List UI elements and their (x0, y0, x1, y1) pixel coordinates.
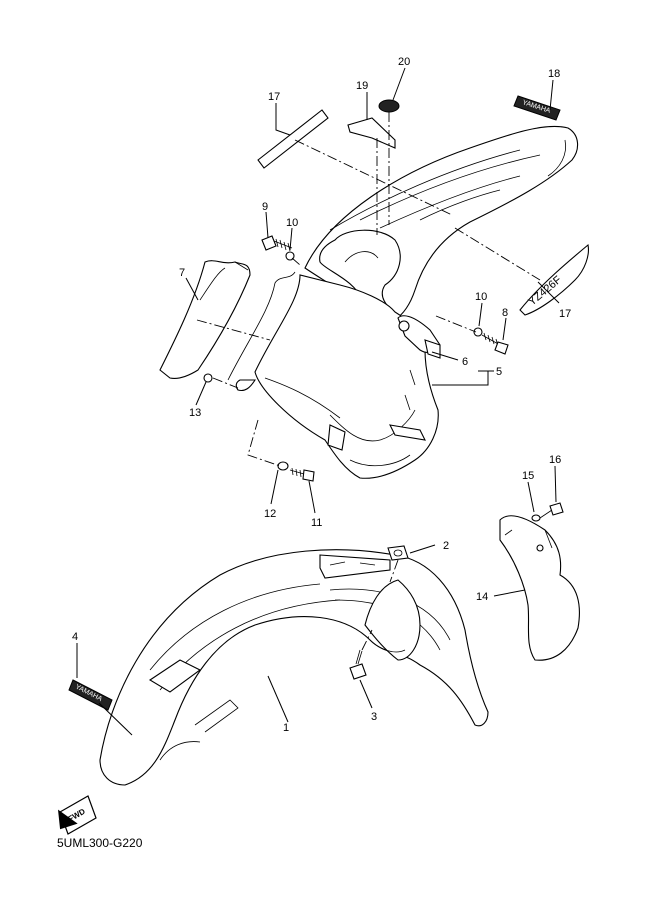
screw-fork-guard (539, 502, 564, 519)
callout-17-right: 17 (559, 308, 571, 320)
guide-line-bolt-upper (291, 257, 301, 266)
bolt-part-3 (349, 649, 367, 680)
callout-2: 2 (443, 540, 449, 552)
bolt-right (481, 332, 509, 355)
nut-part-2 (387, 545, 409, 561)
callout-3: 3 (371, 711, 377, 723)
bolt-lower (289, 467, 315, 482)
callout-20: 20 (398, 56, 410, 68)
washer-right (473, 327, 483, 337)
callout-15: 15 (522, 470, 534, 482)
side-decal-right: YZ426F (519, 243, 589, 316)
rear-brand-decal: YAMAHA (513, 95, 561, 121)
number-plate-piece (347, 117, 396, 149)
guide-line-13 (212, 377, 239, 389)
guide-line-side-cover (196, 319, 271, 341)
callout-16: 16 (549, 454, 561, 466)
leader-lines (76, 67, 560, 736)
callout-numbers: 1 2 3 4 5 6 7 8 9 10 10 11 12 13 14 15 1… (72, 56, 571, 734)
front-brand-decal: YAMAHA (68, 679, 113, 711)
emblem-icon (378, 99, 400, 113)
side-cover-edge (227, 271, 296, 381)
callout-1: 1 (283, 722, 289, 734)
callout-11: 11 (311, 517, 322, 529)
washer-fork-guard (531, 514, 541, 522)
callout-10-right: 10 (475, 291, 487, 303)
callout-13: 13 (189, 407, 201, 419)
callout-5: 5 (496, 366, 502, 378)
washer-lower-left (203, 373, 213, 383)
strip-decal-left (257, 109, 329, 169)
callout-8: 8 (502, 307, 508, 319)
callout-17-left: 17 (268, 91, 280, 103)
guide-line-front-lower (361, 629, 373, 651)
fwd-arrow-icon: FWD (58, 795, 97, 835)
guide-line-17-right (454, 227, 541, 281)
callout-7: 7 (179, 267, 185, 279)
guide-line-17-left (294, 139, 453, 216)
guide-line-front-upper (389, 559, 399, 583)
callout-6: 6 (462, 356, 468, 368)
callout-12: 12 (264, 508, 276, 520)
callout-19: 19 (356, 80, 368, 92)
washer-lower (277, 461, 289, 471)
callout-10-upper: 10 (286, 217, 298, 229)
callout-14: 14 (476, 591, 488, 603)
callout-4: 4 (72, 631, 78, 643)
diagram-code: 5UML300-G220 (57, 836, 143, 850)
callout-9: 9 (262, 201, 268, 213)
guide-line-bolt-right (435, 315, 477, 333)
guide-line-bolt-lower (247, 419, 281, 467)
rear-fender (235, 125, 579, 479)
side-cover (159, 260, 251, 379)
front-fender (99, 549, 489, 786)
callout-18: 18 (548, 68, 560, 80)
bolt-upper-left (261, 235, 293, 252)
fork-guard (499, 515, 580, 661)
